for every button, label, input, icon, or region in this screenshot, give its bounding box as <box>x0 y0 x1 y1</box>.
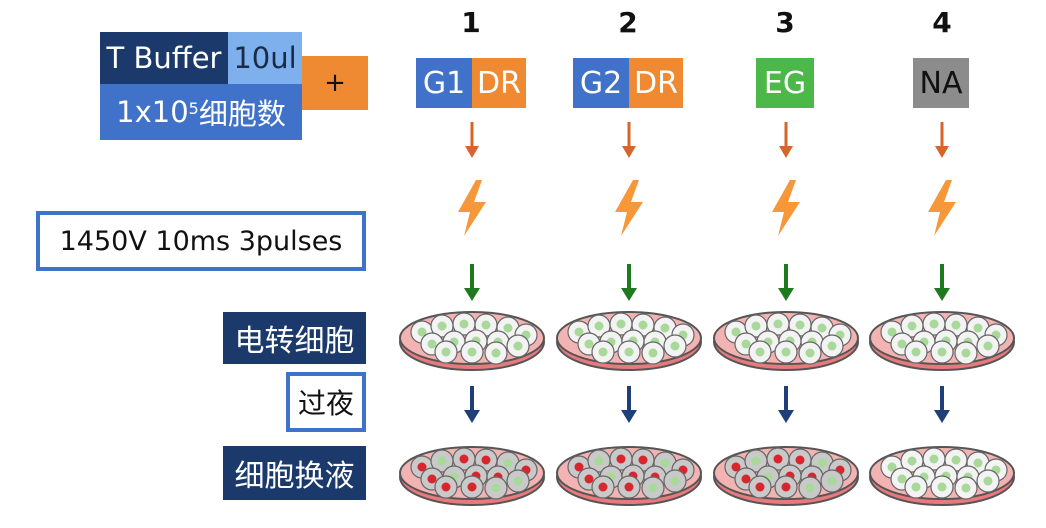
t-buffer-label: T Buffer <box>100 32 228 84</box>
column-number-3: 3 <box>775 6 795 39</box>
arrow-down-icon <box>776 262 796 303</box>
cell-count-exponent: 5 <box>188 98 199 118</box>
petri-dish-icon <box>399 311 545 371</box>
tag-eg: EG <box>756 58 814 108</box>
arrow-down-icon <box>620 120 638 160</box>
volume-label: 10ul <box>228 32 302 84</box>
column-number-2: 2 <box>618 6 638 39</box>
petri-dish-icon <box>556 446 702 506</box>
overnight-label: 过夜 <box>286 372 366 432</box>
tag-g1: G1 <box>416 58 472 108</box>
arrow-down-icon <box>932 262 952 303</box>
medium-change-label: 细胞换液 <box>223 446 366 500</box>
tag-dr-2: DR <box>629 58 683 108</box>
plus-sign: + <box>302 56 368 110</box>
tag-g2: G2 <box>573 58 629 108</box>
tag-dr-1: DR <box>472 58 526 108</box>
arrow-down-icon <box>463 120 481 160</box>
arrow-down-icon <box>776 384 796 425</box>
petri-dish-icon <box>869 311 1015 371</box>
lightning-icon <box>928 180 956 236</box>
pulse-settings-label: 1450V 10ms 3pulses <box>36 211 366 271</box>
petri-dish-icon <box>556 311 702 371</box>
lightning-icon <box>458 180 486 236</box>
arrow-down-icon <box>462 384 482 425</box>
electroporated-cells-label: 电转细胞 <box>223 312 366 364</box>
arrow-down-icon <box>932 384 952 425</box>
lightning-icon <box>772 180 800 236</box>
cell-count-prefix: 1x10 <box>116 95 189 129</box>
arrow-down-icon <box>777 120 795 160</box>
cell-count-suffix: 细胞数 <box>198 97 286 131</box>
arrow-down-icon <box>933 120 951 160</box>
petri-dish-icon <box>869 446 1015 506</box>
tag-na: NA <box>913 58 969 108</box>
petri-dish-icon <box>713 446 859 506</box>
arrow-down-icon <box>619 262 639 303</box>
petri-dish-icon <box>713 311 859 371</box>
column-number-4: 4 <box>932 6 952 39</box>
column-number-1: 1 <box>461 6 481 39</box>
lightning-icon <box>615 180 643 236</box>
arrow-down-icon <box>619 384 639 425</box>
petri-dish-icon <box>399 446 545 506</box>
arrow-down-icon <box>462 262 482 303</box>
